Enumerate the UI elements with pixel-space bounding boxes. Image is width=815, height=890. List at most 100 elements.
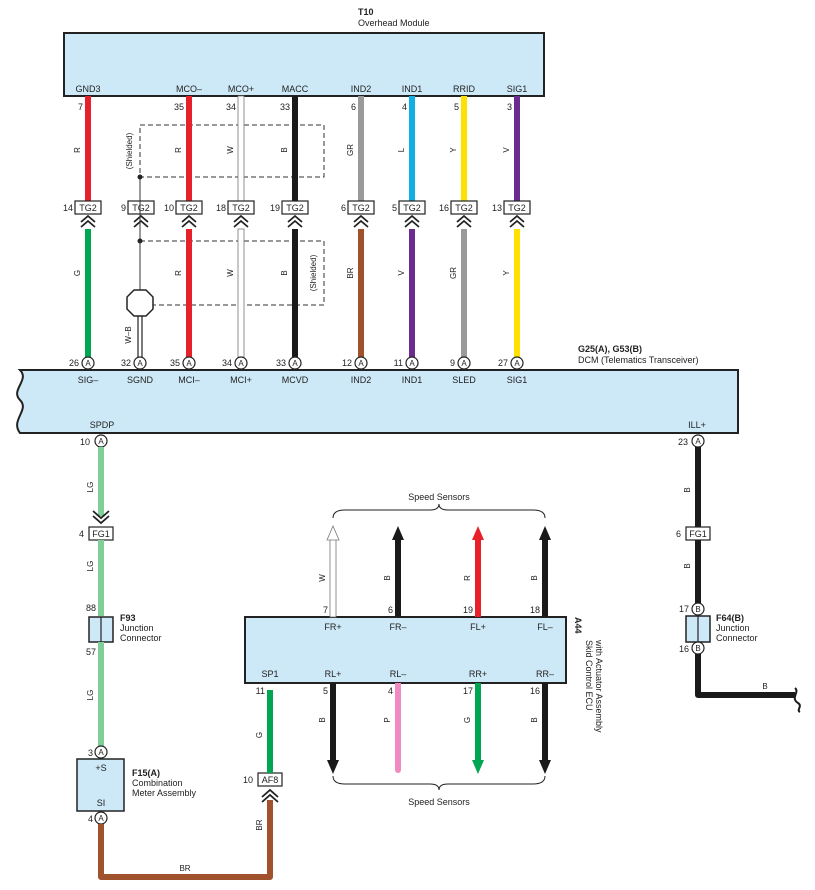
- tg2-code: TG2: [79, 203, 97, 213]
- overhead-module-code: T10: [358, 7, 374, 17]
- t10-pin-number: 33: [280, 102, 290, 112]
- dcm-pin-number: 9: [450, 358, 455, 368]
- tg2-box: [127, 200, 155, 215]
- lower-wire-label: BR: [346, 267, 355, 278]
- tg2-chevron: [287, 219, 303, 228]
- t10-pin-label: SIG1: [507, 84, 528, 94]
- b-wire-3-label: B: [762, 682, 767, 691]
- shielded-label-upper: (Shielded): [125, 132, 134, 169]
- abs-sensor-arrow: [539, 760, 551, 774]
- f15-box: [76, 758, 125, 812]
- abs-ecu-name-2: with Actuator Assembly: [594, 639, 604, 733]
- af8-pin: 10: [243, 775, 253, 785]
- t10-pin-label: IND1: [402, 84, 423, 94]
- tg2-box: [74, 200, 102, 215]
- dcm-pin-number: 35: [170, 358, 180, 368]
- af8-chevron-1: [261, 788, 279, 798]
- f15-pin-bottom: 4: [88, 814, 93, 824]
- abs-pin-label: SP1: [261, 669, 278, 679]
- abs-sensor-wire-label: R: [463, 575, 472, 581]
- abs-sensor-arrow: [392, 526, 404, 540]
- dcm-pin-circle: [288, 356, 302, 370]
- tg2-code: TG2: [508, 203, 526, 213]
- fg1-left-code: FG1: [92, 529, 110, 539]
- abs-pin-label: FL–: [537, 622, 553, 632]
- f15-name-2: Meter Assembly: [132, 788, 197, 798]
- upper-wire-label: V: [502, 147, 511, 153]
- lower-wire-label: R: [174, 270, 183, 276]
- br-wire: [98, 800, 273, 880]
- fg1-right-code: FG1: [689, 529, 707, 539]
- lg-wire-2-label: LG: [86, 561, 95, 572]
- tg2-pin-number: 19: [270, 203, 280, 213]
- dcm-pin-circle: [81, 356, 95, 370]
- tg2-box: [503, 200, 531, 215]
- f93-pin-bottom: 57: [86, 647, 96, 657]
- dcm-pin-number: 33: [276, 358, 286, 368]
- f64-name-1: Junction: [716, 623, 750, 633]
- abs-pin-number: 6: [388, 605, 393, 615]
- tg2-box: [398, 200, 426, 215]
- dcm-pin-number: 32: [121, 358, 131, 368]
- dcm-pin-label: SIG–: [78, 375, 99, 385]
- lower-wire: [237, 228, 245, 358]
- fg1-left-chevron-1: [92, 510, 110, 520]
- tg2-box: [450, 200, 478, 215]
- t10-pin-number: 6: [351, 102, 356, 112]
- dcm-pin-circle: [354, 356, 368, 370]
- f15-label-top: +S: [95, 763, 106, 773]
- tg2-chevron: [456, 219, 472, 228]
- tg2-pin-number: 14: [63, 203, 73, 213]
- speed-sensors-bottom-brace: [332, 775, 546, 791]
- tg2-pin-number: 9: [121, 203, 126, 213]
- abs-sensor-arrow: [539, 526, 551, 540]
- dcm-pin-circle: [405, 356, 419, 370]
- dcm-pin-conn: A: [514, 359, 520, 368]
- dcm-pin-label: IND2: [351, 375, 372, 385]
- t10-pin-label: GND3: [75, 84, 100, 94]
- dcm-pin-conn-ill: A: [695, 437, 701, 446]
- abs-sensor-wire: [329, 537, 337, 618]
- abs-pin-number: 5: [323, 686, 328, 696]
- lower-wire-label: GR: [449, 267, 458, 279]
- sgnd-wire-label: W–B: [124, 326, 133, 343]
- overhead-module-name: Overhead Module: [358, 18, 430, 28]
- lower-wire-label: Y: [502, 270, 511, 276]
- tg2-code: TG2: [180, 203, 198, 213]
- f15-name-1: Combination: [132, 778, 183, 788]
- upper-wire-label: B: [280, 147, 289, 152]
- lower-wire-label: G: [73, 270, 82, 276]
- tg2-pin-number: 13: [492, 203, 502, 213]
- dcm-pin-label: MCI–: [178, 375, 200, 385]
- f93-name-1: Junction: [120, 623, 154, 633]
- upper-wire-label: R: [174, 147, 183, 153]
- t10-pin-number: 35: [174, 102, 184, 112]
- t10-pin-label: MACC: [282, 84, 309, 94]
- tg2-pin-number: 10: [164, 203, 174, 213]
- abs-pin-number: 16: [530, 686, 540, 696]
- upper-wire-label: Y: [449, 147, 458, 153]
- tg2-box: [227, 200, 255, 215]
- dcm-box: [16, 369, 739, 434]
- dcm-pin-circle: [510, 356, 524, 370]
- dcm-pin-number: 26: [69, 358, 79, 368]
- abs-pin-label: RR+: [469, 669, 487, 679]
- wire-break-symbol: [793, 687, 801, 713]
- f64-pin-conn-bottom: B: [695, 644, 700, 653]
- dcm-pin-conn: A: [137, 359, 143, 368]
- dcm-pin-conn-spdp: A: [98, 437, 104, 446]
- upper-wire-label: W: [226, 146, 235, 154]
- tg2-chevron: [456, 214, 472, 223]
- tg2-pin-number: 16: [439, 203, 449, 213]
- tg2-code: TG2: [455, 203, 473, 213]
- dcm-pin-number: 27: [498, 358, 508, 368]
- abs-pin-number: 17: [463, 686, 473, 696]
- dcm-pin-conn: A: [358, 359, 364, 368]
- abs-sensor-arrow: [472, 526, 484, 540]
- abs-sensor-arrow: [327, 760, 339, 774]
- upper-wire: [237, 95, 245, 202]
- abs-pin-number: 19: [463, 605, 473, 615]
- f93-pin-top: 88: [86, 603, 96, 613]
- tg2-chevron: [233, 219, 249, 228]
- br-wire-label: BR: [179, 864, 190, 873]
